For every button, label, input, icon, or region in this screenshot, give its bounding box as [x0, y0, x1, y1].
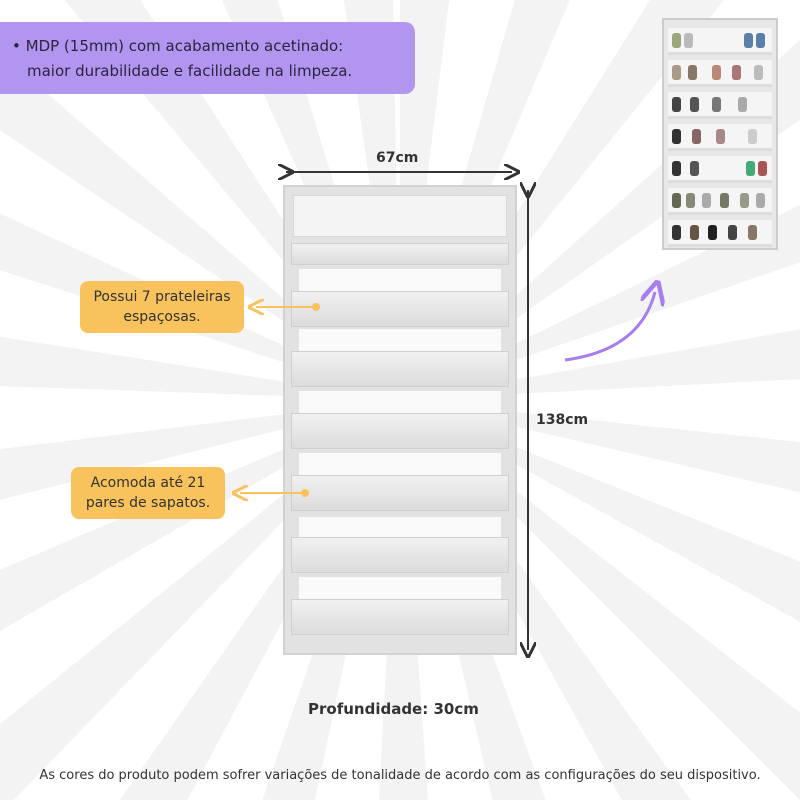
- shelf: [291, 351, 509, 387]
- feature-line-2: maior durabilidade e facilidade na limpe…: [27, 62, 353, 80]
- shoe-cabinet-image: [283, 185, 517, 655]
- feature-box: • MDP (15mm) com acabamento acetinado: m…: [0, 22, 415, 94]
- callout-dot: [312, 303, 320, 311]
- shelf: [291, 537, 509, 573]
- feature-line-1: MDP (15mm) com acabamento acetinado:: [25, 37, 344, 55]
- callout-line: pares de sapatos.: [85, 495, 211, 511]
- shelf: [291, 599, 509, 635]
- depth-label: Profundidade: 30cm: [308, 700, 479, 718]
- shelf: [291, 413, 509, 449]
- filled-cabinet-thumbnail: [662, 18, 778, 250]
- curved-arrow: [564, 292, 655, 362]
- callout-line: Acomoda até 21: [90, 475, 206, 491]
- shelf: [291, 291, 509, 327]
- callout-line: espaçosas.: [123, 309, 201, 325]
- shelf: [291, 243, 509, 265]
- shelf: [291, 475, 509, 511]
- callout-shelves: Possui 7 prateleiras espaçosas.: [80, 281, 244, 333]
- callout-dot: [301, 489, 309, 497]
- disclaimer-footer: As cores do produto podem sofrer variaçõ…: [39, 768, 761, 783]
- callout-line: Possui 7 prateleiras: [93, 289, 231, 305]
- height-label: 138cm: [536, 412, 589, 428]
- width-label: 67cm: [376, 150, 419, 166]
- bullet: •: [12, 37, 26, 55]
- callout-pairs: Acomoda até 21 pares de sapatos.: [71, 467, 225, 519]
- cabinet-top: [293, 195, 507, 237]
